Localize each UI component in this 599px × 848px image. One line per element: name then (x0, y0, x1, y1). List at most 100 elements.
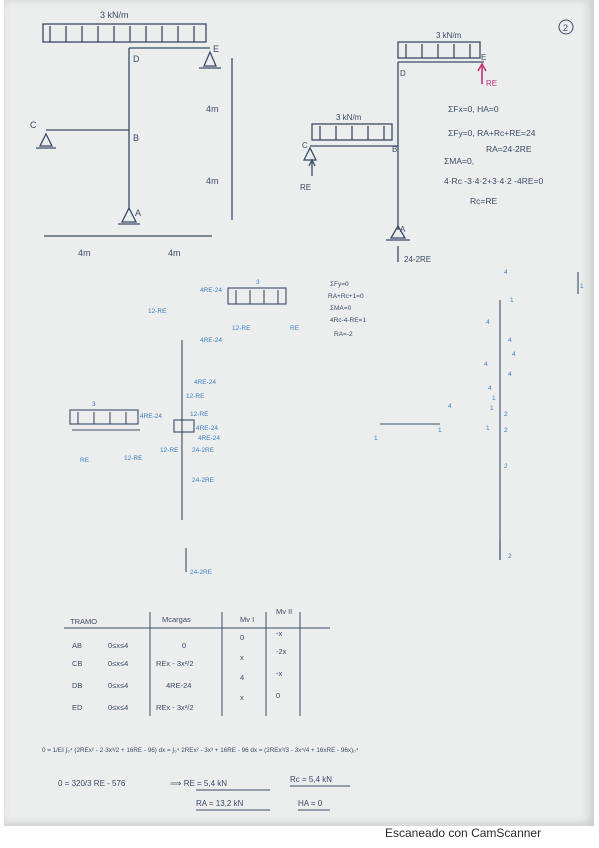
svg-text:ED: ED (72, 703, 83, 712)
svg-text:4: 4 (508, 371, 512, 378)
svg-text:0 = 1/EI ∫₀⁴ (2REx² - 2·3x³/2: 0 = 1/EI ∫₀⁴ (2REx² - 2·3x³/2 + 16RE - 9… (42, 747, 359, 754)
svg-text:3 kN/m: 3 kN/m (436, 31, 462, 40)
svg-text:3: 3 (256, 279, 260, 286)
fbd-blue-labels: 4RE-24 12-RE 12-RE RE 4RE-24 4RE-24 12-R… (80, 279, 300, 576)
released-structure (302, 41, 484, 262)
fbd-blue (69, 287, 287, 572)
footer-watermark: Escaneado con CamScanner (385, 826, 542, 840)
released-labels: 3 kN/m 3 kN/m D E C B A RE 24-2RE (300, 31, 486, 264)
svg-text:24-2RE: 24-2RE (190, 569, 213, 576)
svg-text:4: 4 (484, 361, 488, 368)
svg-text:24-2RE: 24-2RE (192, 447, 215, 454)
svg-text:REx - 3x²/2: REx - 3x²/2 (156, 703, 194, 712)
svg-text:Mcargas: Mcargas (162, 615, 191, 624)
svg-text:2: 2 (508, 553, 512, 560)
svg-text:TRAMO: TRAMO (70, 617, 97, 626)
svg-text:4: 4 (504, 269, 508, 276)
svg-text:4Rc-4-RE=1: 4Rc-4-RE=1 (330, 317, 366, 324)
svg-text:12-RE: 12-RE (160, 447, 179, 454)
equilibrium-equations: ΣFx=0, HA=0 ΣFy=0, RA+Rc+RE=24 RA=24-2RE… (444, 104, 543, 206)
svg-text:4RE-24: 4RE-24 (198, 435, 220, 442)
svg-text:24-2RE: 24-2RE (192, 477, 215, 484)
svg-text:1: 1 (510, 297, 514, 304)
svg-text:A: A (400, 225, 406, 234)
svg-text:0: 0 (240, 633, 244, 642)
svg-text:Rc = 5,4 kN: Rc = 5,4 kN (290, 775, 332, 784)
svg-text:RE: RE (300, 183, 311, 192)
svg-text:RA=-2: RA=-2 (334, 331, 353, 338)
svg-text:-2x: -2x (276, 647, 287, 656)
top-load-arrows (49, 26, 195, 42)
svg-text:4: 4 (508, 337, 512, 344)
svg-text:1: 1 (492, 395, 496, 402)
svg-text:B: B (133, 133, 139, 143)
result-underlines (196, 785, 350, 811)
svg-text:ΣFy=0, RA+Rc+RE=24: ΣFy=0, RA+Rc+RE=24 (448, 128, 536, 138)
svg-text:3 kN/m: 3 kN/m (100, 10, 129, 20)
svg-text:A: A (135, 208, 141, 218)
svg-text:REx - 3x²/2: REx - 3x²/2 (156, 659, 194, 668)
svg-text:1: 1 (580, 283, 584, 290)
svg-text:1: 1 (490, 405, 494, 412)
svg-text:Mv I: Mv I (240, 615, 254, 624)
svg-text:B: B (392, 145, 397, 154)
svg-text:Mv II: Mv II (276, 607, 292, 616)
svg-text:1: 1 (374, 435, 378, 442)
integral-results: 0 = 1/EI ∫₀⁴ (2REx² - 2·3x³/2 + 16RE - 9… (42, 747, 359, 754)
table-text: TRAMO Mcargas Mv I Mv II AB 0≤x≤4 0 0 -x… (70, 607, 292, 712)
svg-text:4: 4 (486, 319, 490, 326)
svg-text:12-RE: 12-RE (124, 455, 143, 462)
svg-text:E: E (481, 53, 486, 62)
svg-text:4RE-24: 4RE-24 (140, 413, 162, 420)
svg-text:Rc=RE: Rc=RE (470, 196, 497, 206)
page-number: 2 (558, 19, 574, 35)
re-arrow-magenta (477, 62, 487, 84)
svg-text:4m: 4m (206, 104, 219, 114)
fbd-unit-labels: 4 1 1 4 4 4 4 1 1 4 1 1 2 2 2 2 1 4 4 (374, 269, 584, 560)
svg-text:C: C (302, 141, 308, 150)
svg-text:12-RE: 12-RE (232, 325, 251, 332)
svg-text:0≤x≤4: 0≤x≤4 (108, 659, 128, 668)
svg-text:ΣFy=0: ΣFy=0 (330, 281, 349, 288)
svg-text:2: 2 (504, 463, 508, 470)
svg-text:RE: RE (290, 325, 300, 332)
svg-text:2: 2 (504, 427, 508, 434)
final-results: 0 = 320/3 RE - 576 ⟹ RE = 5,4 kN Rc = 5,… (58, 775, 332, 808)
svg-text:x: x (240, 693, 244, 702)
svg-text:0: 0 (276, 691, 280, 700)
svg-text:CB: CB (72, 659, 82, 668)
svg-text:12-RE: 12-RE (148, 308, 167, 315)
svg-text:2: 2 (563, 23, 568, 33)
svg-text:D: D (133, 54, 140, 64)
svg-text:RA+Rc+1=0: RA+Rc+1=0 (328, 293, 364, 300)
moment-table (64, 612, 330, 716)
re-label-magenta: RE (486, 79, 497, 88)
fbd-unit (380, 272, 579, 560)
svg-text:4RE-24: 4RE-24 (200, 287, 222, 294)
svg-text:1: 1 (486, 425, 490, 432)
svg-text:-x: -x (276, 629, 282, 638)
paper-sheet (4, 0, 594, 826)
svg-text:12-RE: 12-RE (190, 411, 209, 418)
svg-text:4: 4 (240, 673, 244, 682)
svg-text:0≤x≤4: 0≤x≤4 (108, 681, 128, 690)
svg-text:RA=24-2RE: RA=24-2RE (486, 144, 532, 154)
svg-text:12-RE: 12-RE (186, 393, 205, 400)
svg-text:⟹ RE = 5,4 kN: ⟹ RE = 5,4 kN (170, 779, 227, 788)
svg-text:3 kN/m: 3 kN/m (336, 113, 362, 122)
svg-text:4RE-24: 4RE-24 (194, 379, 216, 386)
svg-text:HA = 0: HA = 0 (298, 799, 323, 808)
svg-text:1: 1 (438, 427, 442, 434)
svg-text:DB: DB (72, 681, 82, 690)
svg-text:4RE-24: 4RE-24 (200, 337, 222, 344)
svg-text:4: 4 (448, 403, 452, 410)
svg-text:0≤x≤4: 0≤x≤4 (108, 641, 128, 650)
svg-text:4RE-24: 4RE-24 (196, 425, 218, 432)
svg-text:4RE-24: 4RE-24 (166, 681, 191, 690)
svg-text:D: D (400, 69, 406, 78)
svg-text:ΣFx=0, HA=0: ΣFx=0, HA=0 (448, 104, 499, 114)
svg-text:AB: AB (72, 641, 82, 650)
svg-text:4: 4 (488, 385, 492, 392)
